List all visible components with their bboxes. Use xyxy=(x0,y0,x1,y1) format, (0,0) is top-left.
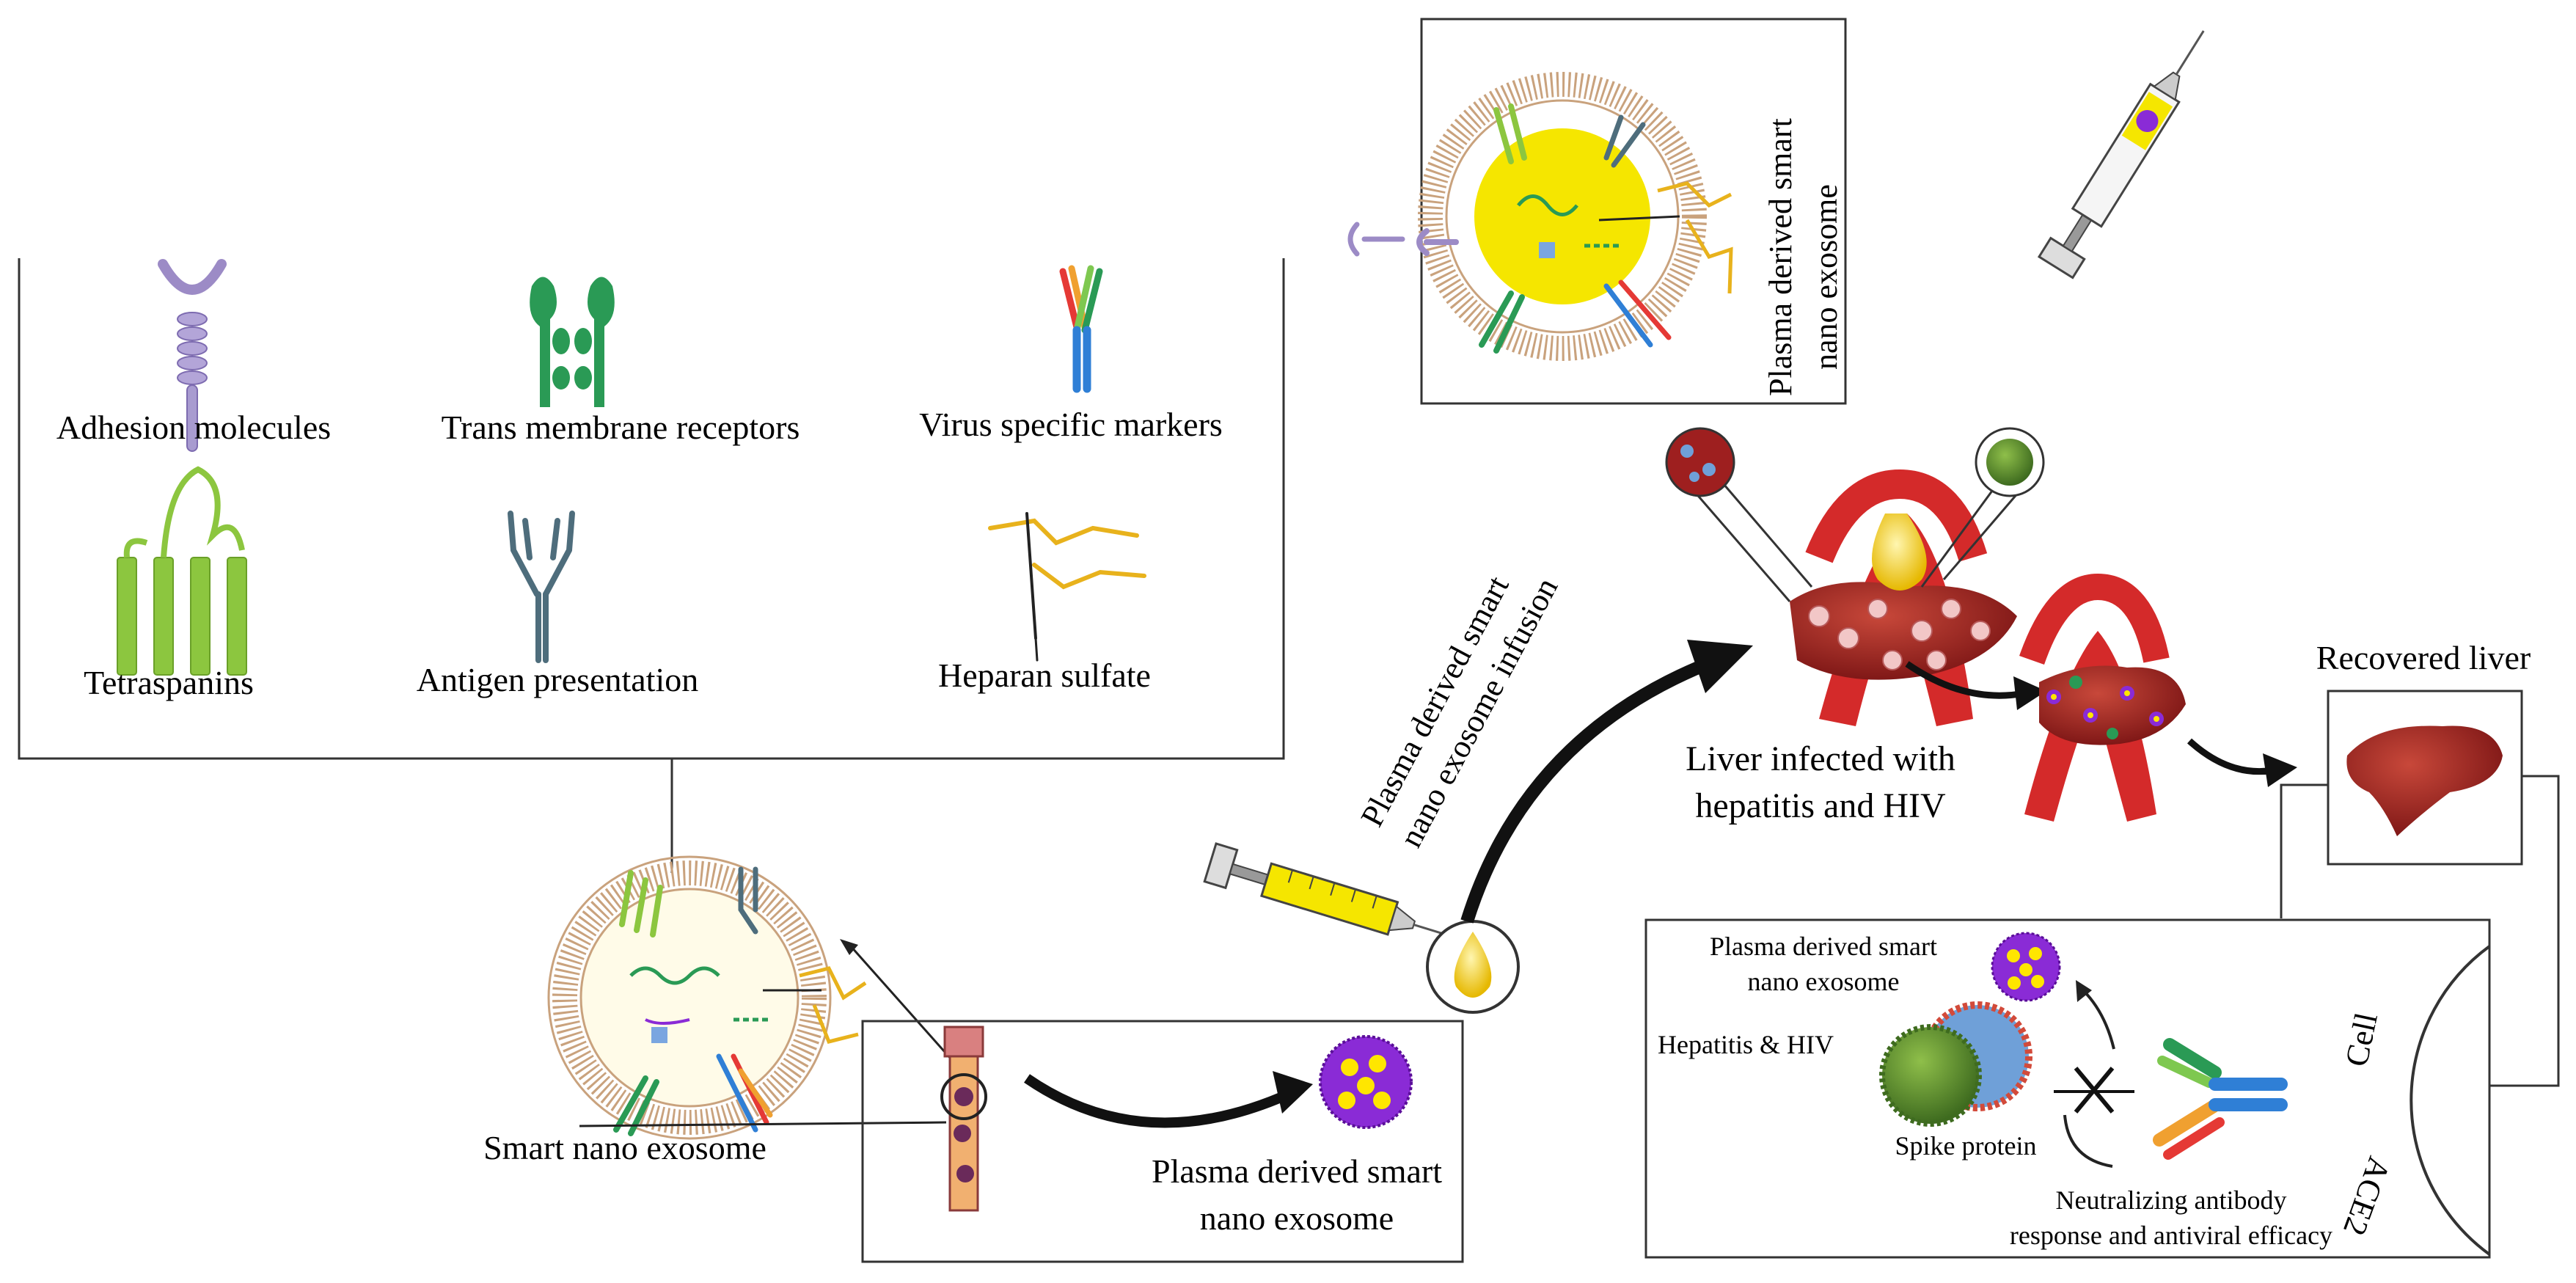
legend-label-virus-markers: Virus specific markers xyxy=(919,406,1223,443)
recovered-liver-box xyxy=(2280,690,2560,1087)
adhesion-molecule-icon xyxy=(158,259,227,452)
liver-infected-label-2: hepatitis and HIV xyxy=(1695,786,1946,825)
plasma-box-label-1: Plasma derived smart xyxy=(1152,1152,1442,1190)
recovered-liver-label: Recovered liver xyxy=(2316,639,2531,676)
treatment-arrow xyxy=(1905,661,2025,699)
top-box-label-2: nano exosome xyxy=(1808,184,1844,370)
droplet-circle xyxy=(1426,920,1520,1014)
virus-marker-icon xyxy=(1059,265,1103,393)
smart-nano-exosome-left xyxy=(547,855,970,1140)
plasma-box-label-2: nano exosome xyxy=(1200,1199,1394,1237)
legend-label-adhesion: Adhesion molecules xyxy=(56,409,331,446)
ace2-label: ACE2 xyxy=(2336,1152,2398,1240)
cell-label: Cell xyxy=(2338,1009,2385,1070)
legend-label-transmembrane: Trans membrane receptors xyxy=(442,409,800,446)
cell-panel xyxy=(1644,918,2491,1259)
response-label-1: Neutralizing antibody xyxy=(2056,1185,2287,1215)
legend-label-heparan: Heparan sulfate xyxy=(938,657,1151,694)
recovery-arrow xyxy=(2187,738,2275,775)
legend-label-tetraspanins: Tetraspanins xyxy=(84,664,254,701)
response-label-2: response and antiviral efficacy xyxy=(2010,1221,2332,1250)
syringe-top xyxy=(2037,30,2205,279)
infusion-arrowhead xyxy=(1687,640,1753,693)
heparan-sulfate-icon xyxy=(988,512,1146,662)
cell-exosome-label-2: nano exosome xyxy=(1748,967,1900,996)
top-exosome-box xyxy=(1416,18,1847,405)
virus-label: Hepatitis & HIV xyxy=(1658,1030,1834,1059)
liver-infected-label-1: Liver infected with xyxy=(1686,739,1955,778)
tetraspanin-icon xyxy=(117,466,247,676)
antigen-presentation-icon xyxy=(508,511,575,663)
treated-liver xyxy=(2019,573,2186,822)
plasma-sample-box xyxy=(861,1020,1464,1263)
floating-adhesion-icon xyxy=(1347,222,1405,257)
cell-exosome-label-1: Plasma derived smart xyxy=(1710,932,1937,961)
spike-protein-label: Spike protein xyxy=(1895,1131,2037,1160)
top-box-label-1: Plasma derived smart xyxy=(1763,118,1799,396)
legend-label-antigen: Antigen presentation xyxy=(417,661,699,698)
smart-nano-exosome-label: Smart nano exosome xyxy=(483,1129,766,1166)
transmembrane-receptor-icon xyxy=(530,277,615,407)
legend-box xyxy=(18,258,1285,873)
infected-liver xyxy=(1665,427,2045,726)
infusion-arrow xyxy=(1460,654,1719,924)
syringe-bottom xyxy=(1203,842,1457,939)
